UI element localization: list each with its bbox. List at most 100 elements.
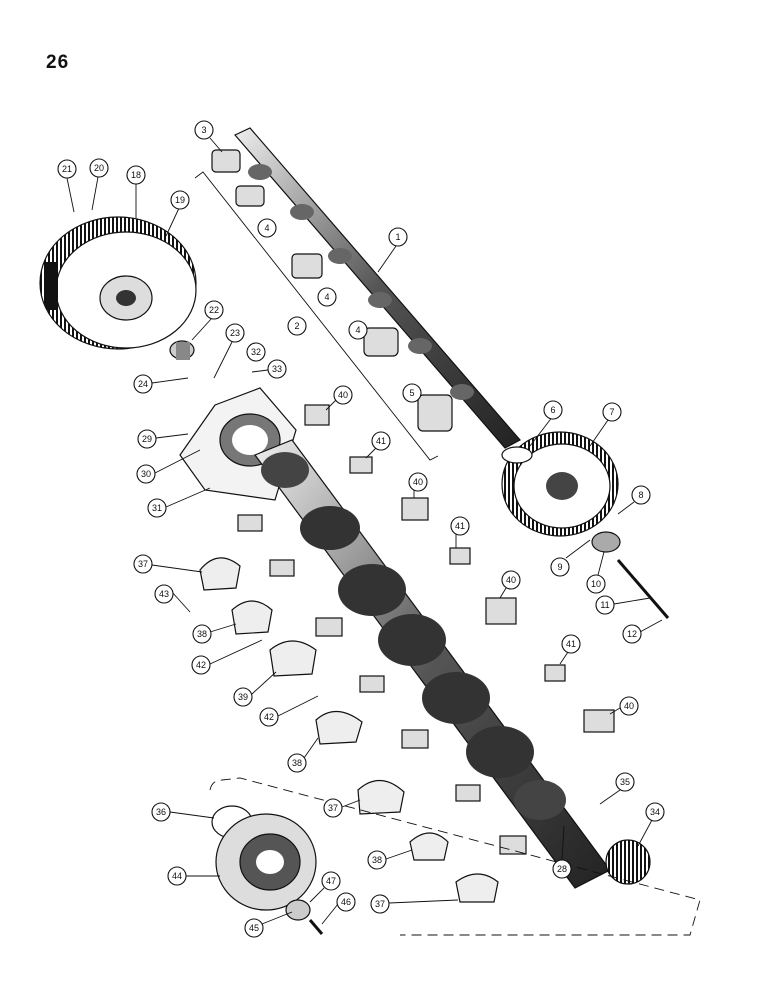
svg-text:11: 11 — [600, 600, 609, 610]
svg-text:36: 36 — [156, 807, 166, 817]
svg-text:34: 34 — [650, 807, 660, 817]
camshaft-gear-drawing — [501, 431, 670, 619]
svg-text:30: 30 — [141, 469, 151, 479]
callout-22: 22 — [191, 300, 224, 341]
callout-12: 12 — [622, 619, 663, 644]
svg-text:21: 21 — [62, 164, 72, 174]
svg-text:7: 7 — [609, 407, 614, 417]
callout-30: 30 — [136, 449, 201, 484]
svg-text:47: 47 — [326, 876, 336, 886]
svg-text:38: 38 — [372, 855, 382, 865]
callout-43: 43 — [154, 584, 191, 613]
callout-8: 8 — [617, 485, 651, 515]
callout-38b: 38 — [287, 737, 319, 773]
callout-44: 44 — [167, 866, 220, 886]
svg-text:40: 40 — [624, 701, 634, 711]
svg-text:42: 42 — [264, 712, 274, 722]
callout-9: 9 — [550, 539, 591, 577]
callout-5: 5 — [402, 383, 422, 403]
svg-text:8: 8 — [638, 490, 643, 500]
callout-42a: 42 — [191, 639, 263, 675]
callout-41b: 41 — [450, 516, 470, 548]
svg-text:19: 19 — [175, 195, 185, 205]
svg-text:40: 40 — [506, 575, 516, 585]
callout-35: 35 — [599, 772, 635, 805]
svg-text:46: 46 — [341, 897, 351, 907]
cam-bearings-drawing — [211, 149, 453, 432]
bearing-inserts-drawing — [237, 404, 615, 855]
svg-text:23: 23 — [230, 328, 240, 338]
callout-3: 3 — [194, 120, 223, 153]
svg-text:44: 44 — [172, 871, 182, 881]
callout-11: 11 — [595, 595, 651, 615]
svg-text:41: 41 — [376, 436, 386, 446]
svg-text:41: 41 — [566, 639, 576, 649]
svg-text:32: 32 — [251, 347, 261, 357]
callout-38c: 38 — [367, 849, 413, 870]
svg-text:40: 40 — [338, 390, 348, 400]
callout-42b: 42 — [259, 695, 319, 727]
svg-text:4: 4 — [355, 325, 360, 335]
svg-text:9: 9 — [557, 562, 562, 572]
svg-text:18: 18 — [131, 170, 141, 180]
svg-text:42: 42 — [196, 660, 206, 670]
callout-40c: 40 — [499, 570, 521, 599]
svg-text:39: 39 — [238, 692, 248, 702]
callout-19: 19 — [165, 190, 190, 237]
camshaft-drawing — [234, 127, 521, 449]
callout-39: 39 — [233, 671, 277, 707]
callout-47: 47 — [309, 871, 341, 903]
callout-28: 28 — [552, 825, 572, 879]
callout-4b: 4 — [317, 287, 337, 307]
callout-37a: 37 — [133, 554, 203, 574]
callout-4c: 4 — [348, 320, 368, 340]
svg-text:29: 29 — [142, 434, 152, 444]
svg-text:12: 12 — [627, 629, 637, 639]
svg-text:38: 38 — [292, 758, 302, 768]
svg-text:28: 28 — [557, 864, 567, 874]
callout-31: 31 — [147, 487, 211, 518]
svg-text:2: 2 — [294, 321, 299, 331]
callout-1: 1 — [377, 227, 408, 273]
svg-text:35: 35 — [620, 777, 630, 787]
callout-2: 2 — [287, 316, 307, 336]
callout-18: 18 — [126, 165, 146, 218]
callout-29: 29 — [137, 429, 189, 449]
callout-45: 45 — [244, 911, 293, 938]
bearing-caps-drawing — [199, 557, 499, 903]
callout-6: 6 — [529, 400, 563, 447]
svg-text:1: 1 — [395, 232, 400, 242]
callout-20: 20 — [89, 158, 109, 211]
callout-10: 10 — [586, 551, 606, 594]
callout-7: 7 — [589, 402, 622, 447]
svg-text:37: 37 — [375, 899, 385, 909]
svg-text:4: 4 — [264, 223, 269, 233]
svg-text:37: 37 — [328, 803, 338, 813]
callout-32: 32 — [246, 342, 266, 362]
callout-41c: 41 — [559, 634, 581, 665]
callout-41a: 41 — [365, 431, 391, 459]
callout-36: 36 — [151, 802, 215, 822]
svg-text:41: 41 — [455, 521, 465, 531]
svg-text:33: 33 — [272, 364, 282, 374]
svg-text:10: 10 — [591, 579, 601, 589]
svg-text:45: 45 — [249, 923, 259, 933]
callout-23: 23 — [213, 323, 245, 379]
svg-text:40: 40 — [413, 477, 423, 487]
svg-text:3: 3 — [201, 125, 206, 135]
page-number: 26 — [46, 52, 70, 73]
callout-33: 33 — [251, 359, 287, 379]
crankshaft-drawing — [254, 439, 651, 889]
vibration-damper-drawing — [211, 805, 324, 935]
callout-37c: 37 — [370, 894, 459, 914]
svg-text:24: 24 — [138, 379, 148, 389]
callout-38a: 38 — [192, 623, 237, 644]
pilot-bearing-drawing — [169, 340, 195, 360]
callout-21: 21 — [57, 159, 77, 213]
svg-text:38: 38 — [197, 629, 207, 639]
callout-24: 24 — [133, 374, 189, 394]
svg-text:5: 5 — [409, 388, 414, 398]
flywheel-drawing — [39, 216, 197, 350]
svg-text:20: 20 — [94, 163, 104, 173]
